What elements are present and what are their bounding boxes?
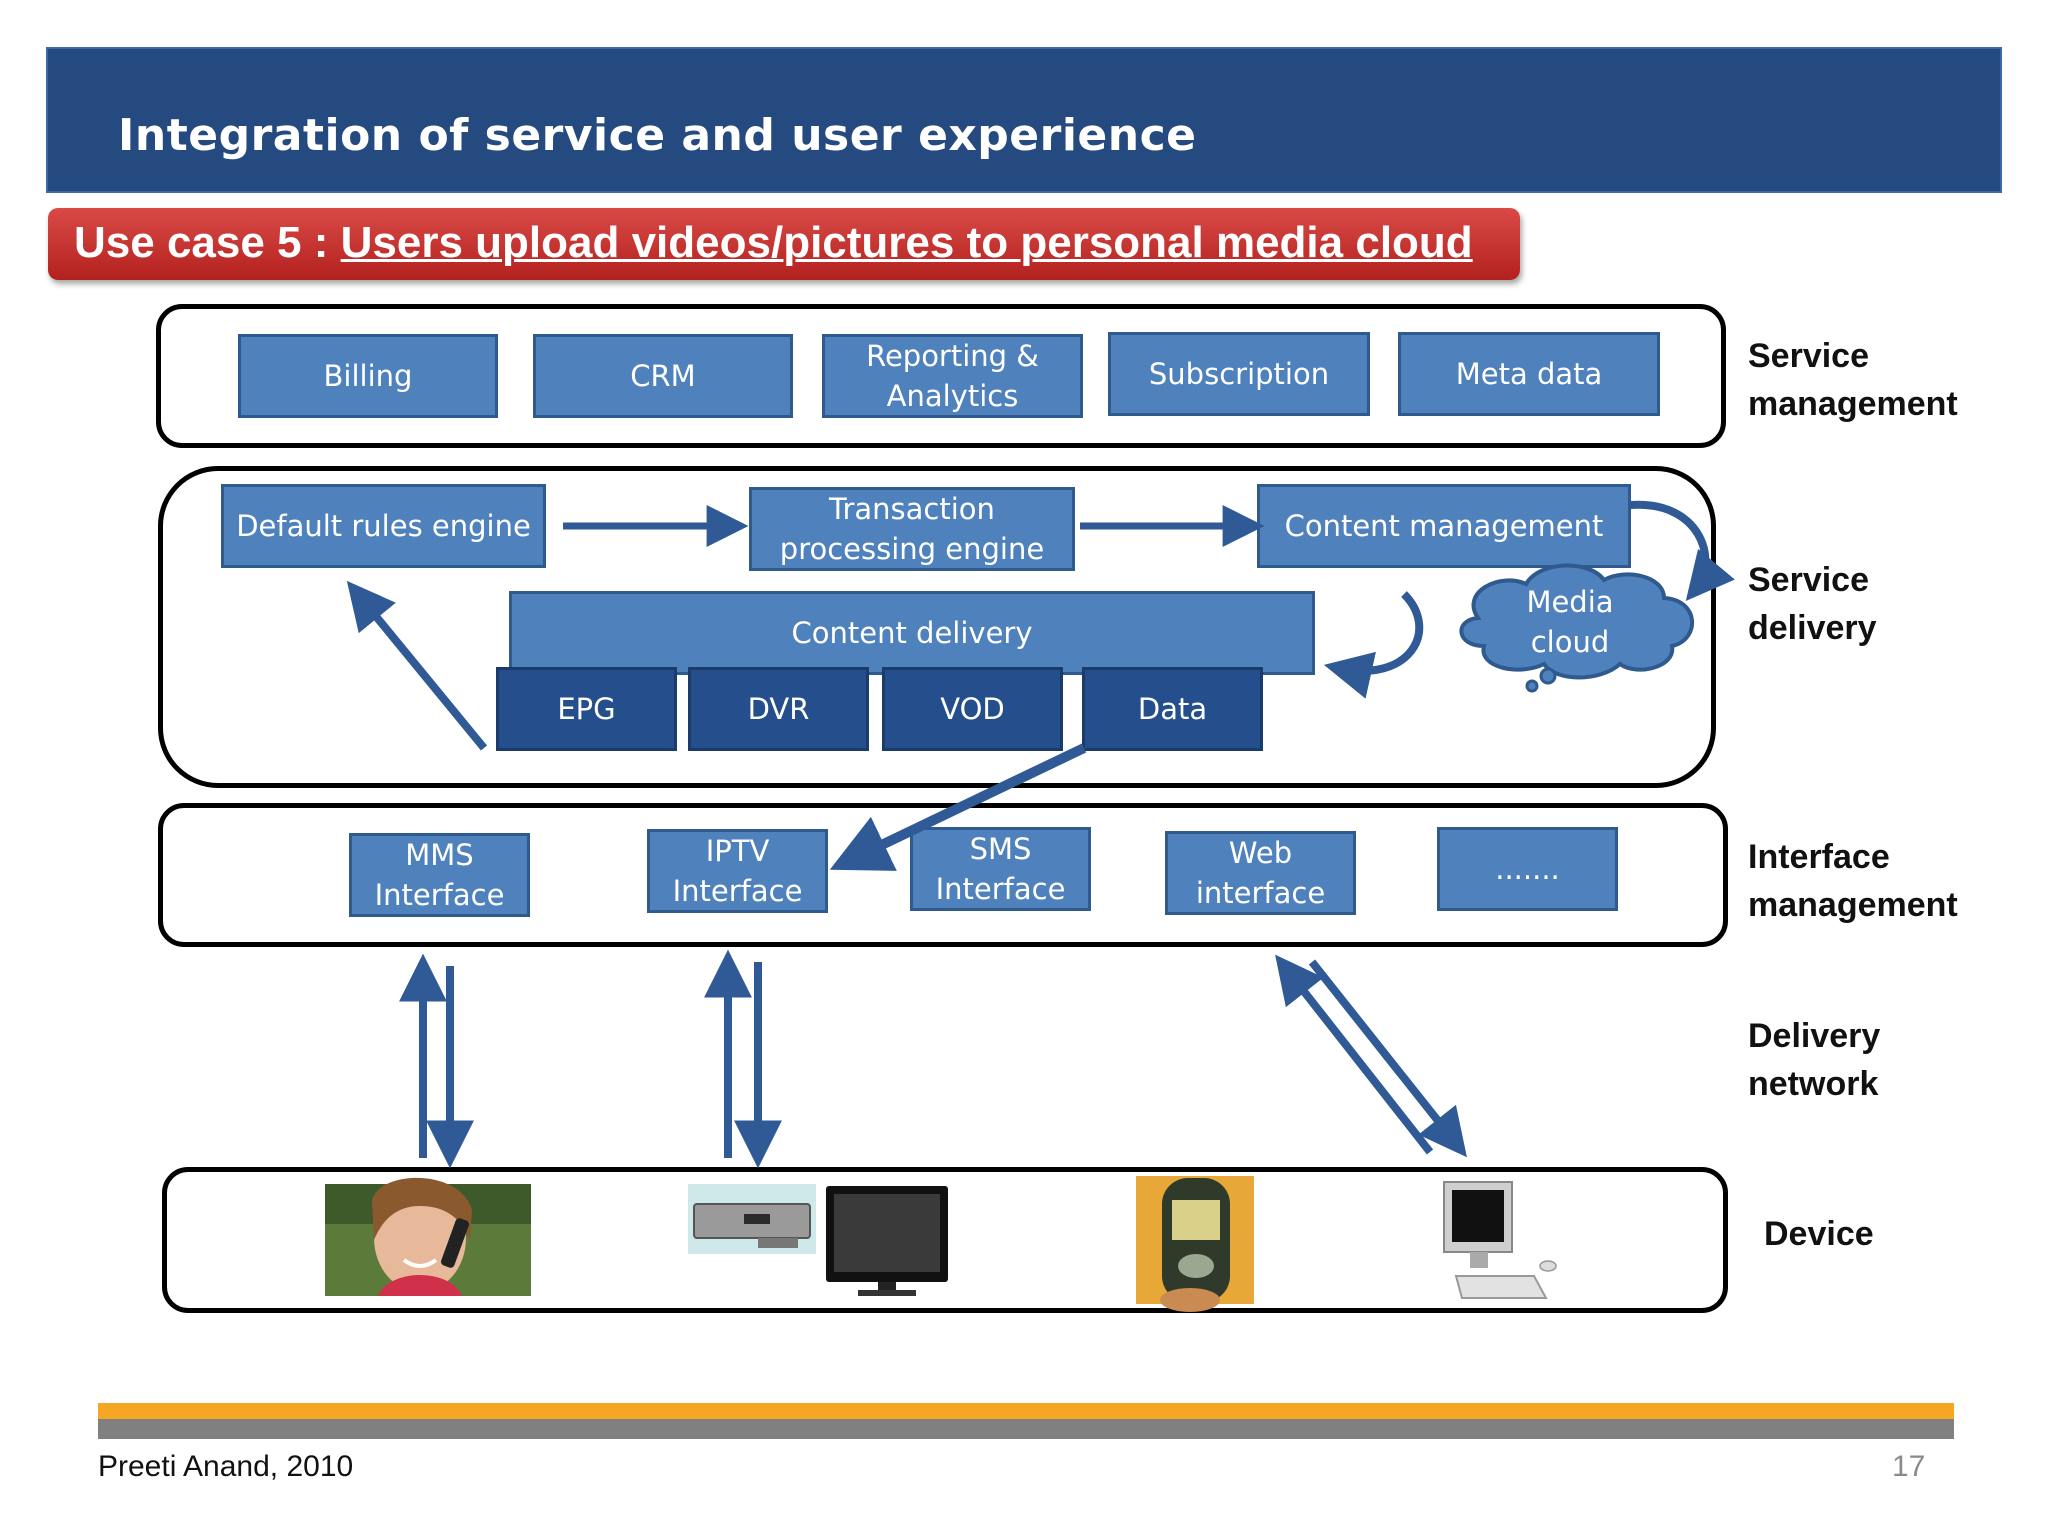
phone-user-photo [325, 1177, 531, 1296]
arrow-cloud-to-content-delivery [1323, 591, 1424, 699]
meta-data-box: Meta data [1398, 332, 1660, 416]
arrow-data-to-iptv-interface [829, 743, 1087, 871]
interface-management-label: Interface management [1748, 838, 1958, 924]
mobile-phone-image [1136, 1176, 1254, 1312]
reporting-analytics-box: Reporting & Analytics [822, 334, 1083, 418]
web-interface-box: Web interface [1165, 831, 1356, 915]
subscription-box: Subscription [1108, 332, 1370, 416]
device-label: Device [1764, 1215, 1874, 1253]
more-interfaces-box: ....... [1437, 827, 1618, 911]
service-management-layer [156, 304, 1726, 448]
footer-orange-bar [98, 1403, 1954, 1419]
default-rules-engine-box: Default rules engine [221, 484, 546, 568]
media-cloud-label: Media cloud [1526, 585, 1614, 659]
interface-management-layer [158, 803, 1728, 947]
data-box: Data [1082, 667, 1263, 751]
footer-gray-bar [98, 1419, 1954, 1439]
footer-author: Preeti Anand, 2010 [98, 1450, 354, 1483]
service-delivery-layer [158, 466, 1716, 788]
media-cloud-shape [1459, 563, 1695, 693]
television-image [826, 1186, 948, 1296]
delivery-network-label: Delivery network [1748, 1017, 1881, 1103]
settop-box-image [688, 1184, 816, 1254]
vod-box: VOD [882, 667, 1063, 751]
dvr-box: DVR [688, 667, 869, 751]
slide-title: Integration of service and user experien… [118, 110, 1197, 161]
arrow-to-default-rules-engine [346, 580, 488, 751]
arrow-content-management-to-cloud [1629, 500, 1735, 602]
arrow-up-web [1275, 954, 1434, 1155]
billing-box: Billing [238, 334, 498, 418]
arrow-down-web [1308, 959, 1467, 1158]
device-layer [162, 1167, 1728, 1313]
usecase-prefix: Use case 5 : [74, 218, 341, 267]
sms-interface-box: SMS Interface [910, 827, 1091, 911]
transaction-processing-engine-box: Transaction processing engine [749, 487, 1075, 571]
epg-box: EPG [496, 667, 677, 751]
page-number: 17 [1892, 1450, 1926, 1483]
desktop-computer-image [1443, 1181, 1557, 1299]
content-delivery-box: Content delivery [509, 591, 1315, 675]
service-management-label: Service management [1748, 337, 1958, 423]
content-management-box: Content management [1257, 484, 1631, 568]
usecase-title: Users upload videos/pictures to personal… [340, 218, 1473, 267]
title-bar [46, 47, 2002, 193]
mms-interface-box: MMS Interface [349, 833, 530, 917]
usecase-banner: Use case 5 : Users upload videos/picture… [48, 208, 1520, 280]
iptv-interface-box: IPTV Interface [647, 829, 828, 913]
service-delivery-label: Service delivery [1748, 561, 1877, 647]
crm-box: CRM [533, 334, 793, 418]
